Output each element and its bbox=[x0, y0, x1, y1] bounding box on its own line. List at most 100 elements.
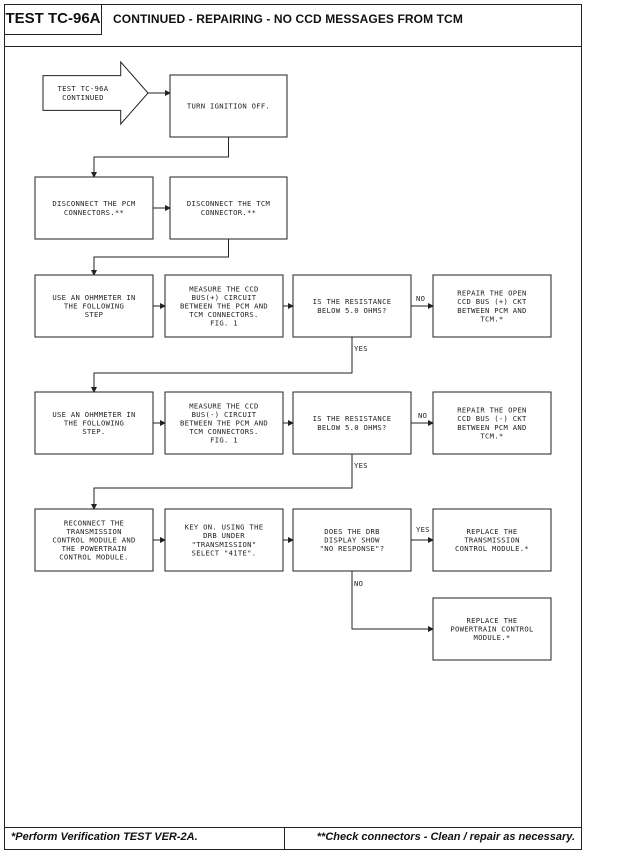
edge-ignition-to-disconnect-pcm bbox=[91, 137, 229, 178]
node-text-line: BETWEEN PCM AND bbox=[457, 306, 526, 315]
node-text-line: REPAIR THE OPEN bbox=[457, 406, 526, 415]
node-text-line: DISPLAY SHOW bbox=[324, 536, 380, 545]
node-text-line: "NO RESPONSE"? bbox=[320, 544, 385, 553]
node-text-line: FIG. 1 bbox=[210, 436, 238, 445]
node-ignition-off: TURN IGNITION OFF. bbox=[169, 74, 288, 138]
node-text-line: BELOW 5.0 OHMS? bbox=[317, 423, 386, 432]
node-box bbox=[292, 274, 412, 338]
branch-label-no-3: NO bbox=[354, 579, 363, 588]
node-text-line: DRB UNDER bbox=[203, 531, 245, 540]
node-text-line: THE POWERTRAIN bbox=[62, 544, 127, 553]
test-id: TEST TC-96A bbox=[5, 5, 102, 35]
node-text-line: SELECT "41TE". bbox=[192, 548, 257, 557]
node-box bbox=[432, 391, 552, 455]
node-text-line: FIG. 1 bbox=[210, 319, 238, 328]
node-text-line: THE FOLLOWING bbox=[64, 419, 124, 428]
page-header: TEST TC-96A CONTINUED - REPAIRING - NO C… bbox=[5, 5, 581, 47]
node-box bbox=[169, 176, 288, 240]
branch-label-yes-1: YES bbox=[354, 344, 368, 353]
node-text-line: BUS(-) CIRCUIT bbox=[192, 410, 257, 419]
node-text-line: CONTROL MODULE AND bbox=[52, 536, 135, 545]
node-text-line: "TRANSMISSION" bbox=[192, 540, 257, 549]
node-box bbox=[292, 391, 412, 455]
edge-check-pos-yes bbox=[91, 337, 353, 393]
node-text-line: BETWEEN PCM AND bbox=[457, 423, 526, 432]
branch-label-yes-2: YES bbox=[354, 461, 368, 470]
node-text-line: IS THE RESISTANCE bbox=[313, 297, 392, 306]
node-box bbox=[164, 391, 284, 455]
node-text-line: DISCONNECT THE TCM bbox=[187, 199, 271, 208]
node-box bbox=[432, 274, 552, 338]
node-text-line: IS THE RESISTANCE bbox=[313, 414, 392, 423]
node-text-line: BUS(+) CIRCUIT bbox=[192, 293, 257, 302]
branch-label-no-2: NO bbox=[418, 411, 427, 420]
node-text-line: CONNECTORS.** bbox=[64, 208, 124, 217]
node-text-line: DOES THE DRB bbox=[324, 527, 380, 536]
node-box bbox=[34, 274, 154, 338]
node-text-line: TCM.* bbox=[480, 431, 503, 440]
node-text-line: REPLACE THE bbox=[467, 527, 518, 536]
node-text-line: BETWEEN THE PCM AND bbox=[180, 302, 268, 311]
node-box bbox=[432, 597, 552, 661]
node-text-line: BELOW 5.0 OHMS? bbox=[317, 306, 386, 315]
node-text-line: KEY ON. USING THE bbox=[185, 523, 264, 532]
node-text-line: REPAIR THE OPEN bbox=[457, 289, 526, 298]
node-box bbox=[292, 508, 412, 572]
node-box bbox=[169, 74, 288, 138]
node-text-line: CONTROL MODULE. bbox=[59, 553, 128, 562]
node-text-line: CCD BUS (-) CKT bbox=[457, 414, 527, 423]
node-text-line: MEASURE THE CCD bbox=[189, 284, 258, 293]
node-box bbox=[432, 508, 552, 572]
node-box bbox=[164, 274, 284, 338]
node-text-line: POWERTRAIN CONTROL bbox=[450, 625, 533, 634]
branch-label-yes-3: YES bbox=[416, 525, 430, 534]
edge-drb-no bbox=[351, 571, 434, 632]
node-text-line: RECONNECT THE bbox=[64, 518, 124, 527]
connector-note: **Check connectors - Clean / repair as n… bbox=[316, 831, 575, 843]
node-text-line: STEP bbox=[85, 310, 104, 319]
node-text-line: TCM CONNECTORS. bbox=[189, 310, 258, 319]
node-text-line: REPLACE THE bbox=[467, 616, 518, 625]
node-text-line: DISCONNECT THE PCM bbox=[52, 199, 136, 208]
node-text-line: TCM CONNECTORS. bbox=[189, 427, 258, 436]
node-text-line: CONTINUED bbox=[62, 93, 104, 102]
node-text-line: THE FOLLOWING bbox=[64, 302, 124, 311]
node-text-line: USE AN OHMMETER IN bbox=[52, 410, 135, 419]
node-text-line: CONTROL MODULE.* bbox=[455, 544, 529, 553]
start-arrow-shape bbox=[42, 60, 149, 126]
node-text-line: USE AN OHMMETER IN bbox=[52, 293, 135, 302]
node-text-line: STEP. bbox=[82, 427, 105, 436]
node-text-line: TURN IGNITION OFF. bbox=[187, 102, 270, 111]
node-text-line: TRANSMISSION bbox=[66, 527, 122, 536]
node-text-line: MODULE.* bbox=[473, 633, 510, 642]
node-box bbox=[34, 508, 154, 572]
node-box bbox=[34, 391, 154, 455]
node-text-line: TEST TC-96A bbox=[57, 84, 108, 93]
edge-disconnect-tcm-to-ohmmeter-1 bbox=[91, 239, 229, 276]
node-text-line: TCM.* bbox=[480, 314, 503, 323]
procedure-page: TEST TC-96A CONTINUED - REPAIRING - NO C… bbox=[4, 4, 582, 850]
node-text-line: CCD BUS (+) CKT bbox=[457, 297, 527, 306]
branch-label-no-1: NO bbox=[416, 294, 425, 303]
node-text-line: CONNECTOR.** bbox=[201, 208, 257, 217]
node-text-line: TRANSMISSION bbox=[464, 536, 520, 545]
page-footer: *Perform Verification TEST VER-2A. **Che… bbox=[5, 827, 581, 849]
page-title: CONTINUED - REPAIRING - NO CCD MESSAGES … bbox=[113, 12, 463, 26]
